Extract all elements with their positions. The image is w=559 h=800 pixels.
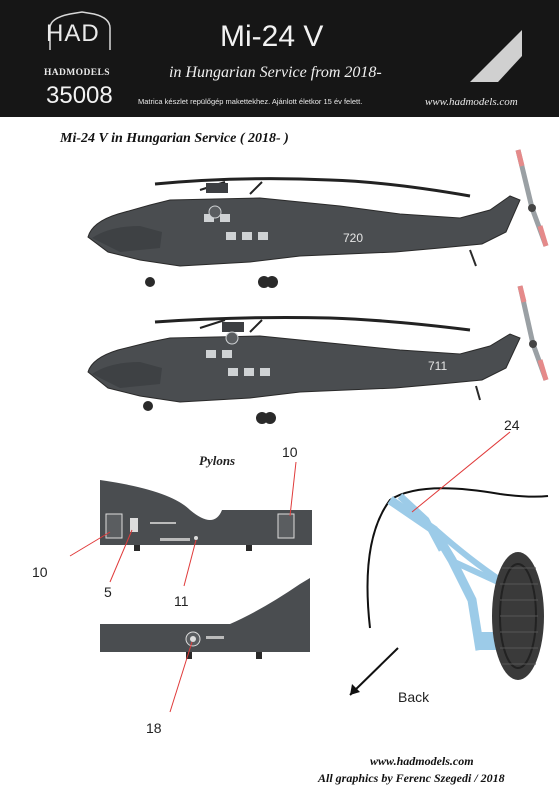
landing-gear-diagram [349,487,549,696]
header-banner: HAD HADMODELS 35008 Mi-24 V in Hungarian… [0,0,559,117]
callout-5: 5 [104,584,112,600]
sheet-title: Mi-24 V [220,20,324,53]
logo-frame-icon [49,11,522,82]
callout-24: 24 [504,417,520,433]
helicopter-711: 711 [87,285,549,424]
helicopter-720: 720 [87,149,549,288]
tail-number-720: 720 [343,231,363,245]
pylon-lower [100,578,310,659]
callout-18: 18 [146,720,162,736]
age-note: Matrica készlet repülőgép makettekhez. A… [138,97,363,106]
pylon-upper [100,480,312,551]
pylons-label: Pylons [199,453,236,468]
section-title: Mi-24 V in Hungarian Service ( 2018- ) [60,131,289,146]
arrow-back-icon [350,684,360,695]
catalog-number: 35008 [46,82,113,109]
callout-lines [69,431,511,713]
callout-10-left: 10 [32,564,48,580]
back-label: Back [398,689,430,705]
callout-10-top: 10 [282,444,298,460]
sheet-subtitle: in Hungarian Service from 2018- [169,64,382,81]
footer-website: www.hadmodels.com [370,754,474,768]
brand-name: HADMODELS [44,68,110,78]
footer-credit: All graphics by Ferenc Szegedi / 2018 [318,771,505,785]
callout-11: 11 [174,593,189,609]
header-website: www.hadmodels.com [425,96,518,108]
had-logo: HAD [46,20,100,47]
tail-number-711: 711 [428,359,447,373]
chevron-logo-icon [470,30,522,82]
